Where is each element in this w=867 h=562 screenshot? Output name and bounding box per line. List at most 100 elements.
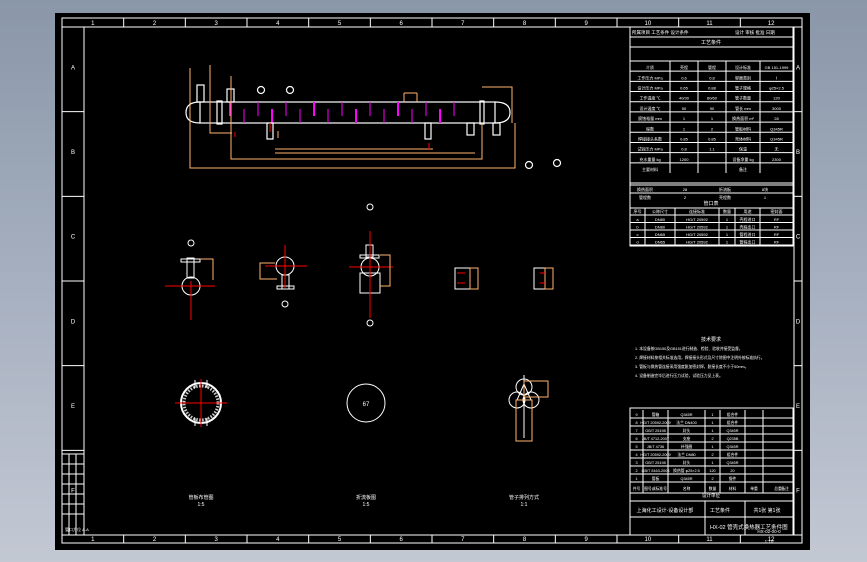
parts-column-header: 备注 <box>781 486 789 491</box>
left-head <box>185 101 201 124</box>
design-cell: 50 <box>682 106 687 111</box>
parts-cell: 1 <box>635 477 637 481</box>
parts-cell: JB/T 4736 <box>647 445 664 449</box>
parts-cell: 组合件 <box>727 412 739 417</box>
design-cell: 无 <box>775 147 779 152</box>
design-cell: 90 <box>710 106 715 111</box>
tech-req-item: 1. 本设备按GB150及GB151进行制造、检验、验收并接受监督。 <box>635 346 743 351</box>
stamp-label: 设计单位 <box>702 492 720 499</box>
nozzle-cell: c <box>637 232 639 237</box>
design-cell: GB 151-1999 <box>765 65 790 70</box>
nozzle-cell: DN80 <box>655 225 666 230</box>
view-scale: 1:5 <box>198 502 205 508</box>
row-label-left: E <box>71 404 75 410</box>
design-cell: 腐蚀裕量 mm <box>638 115 662 121</box>
parts-column-header: 件号 <box>633 486 641 491</box>
row-label-right: C <box>796 235 801 241</box>
parts-column-header: 名称 <box>683 486 691 491</box>
column-label-bottom: 8 <box>523 537 527 543</box>
elevation-view <box>185 65 562 170</box>
design-footer-cell: 8块 <box>762 186 768 192</box>
parts-cell: 封头 <box>683 460 691 465</box>
parts-column-header: 材料 <box>729 486 737 491</box>
parts-cell: 120 <box>709 469 715 473</box>
design-cell: 120 <box>773 96 780 101</box>
nozzle-detail-views <box>165 203 554 327</box>
design-cell: 管板材料 <box>735 125 751 131</box>
parts-column-header: 单重 <box>750 486 758 491</box>
tech-req-title: 技术要求 <box>701 336 721 343</box>
design-cell: 试验压力 MPa <box>637 146 663 152</box>
parts-cell: 管板 <box>652 476 660 481</box>
design-cell: 充水重量 kg <box>639 156 660 162</box>
parts-cell: Q345R <box>680 413 692 417</box>
design-footer-cell: 折流板 <box>719 186 731 192</box>
column-label-bottom: 1 <box>91 537 95 543</box>
design-cell: 设备净重 kg <box>732 156 753 162</box>
parts-cell: GB/T 25198 <box>645 461 665 465</box>
design-cell: 0.85 <box>708 136 717 141</box>
nozzle-cell: 管程出口 <box>740 239 756 245</box>
parts-cell: 1 <box>711 413 713 417</box>
design-cell: 管子数量 <box>735 95 751 101</box>
design-cell: 设计压力 MPa <box>637 85 663 91</box>
nozzle-column-header: 序号 <box>634 208 642 214</box>
parts-cell: 1 <box>711 421 713 425</box>
parts-cell: 1 <box>711 445 713 449</box>
nozzle-cell: HG/T 20592 <box>686 217 708 222</box>
column-label-top: 11 <box>706 21 713 27</box>
design-cell: 2 <box>711 126 714 131</box>
nozzle-cell: 1 <box>726 232 729 237</box>
design-cell: 40/30 <box>679 96 690 101</box>
parts-cell: 2 <box>711 477 713 481</box>
nozzle-column-header: 用途 <box>744 208 752 214</box>
column-label-bottom: 2 <box>153 537 157 543</box>
parts-cell: 封头 <box>683 428 691 433</box>
design-cell: 0.8 <box>681 147 687 152</box>
column-label-top: 3 <box>214 21 218 27</box>
parts-cell: 2 <box>711 437 713 441</box>
design-cell: 1 <box>683 126 686 131</box>
nozzle-column-header: 公称尺寸 <box>652 208 668 214</box>
design-cell: 容器类别 <box>735 74 751 80</box>
column-label-top: 4 <box>276 21 280 27</box>
parts-cell: Q235B <box>727 437 739 441</box>
parts-cell: 法兰 DN80 <box>677 452 695 457</box>
row-label-right: F <box>796 489 800 495</box>
nozzle-cell: 壳程出口 <box>740 224 756 230</box>
title-block <box>629 26 794 536</box>
column-label-top: 8 <box>523 21 527 27</box>
design-cell: 1 <box>711 116 714 121</box>
parts-cell: 组合件 <box>727 452 739 457</box>
design-cell: 1200 <box>680 157 690 162</box>
design-cell: 3000 <box>772 106 782 111</box>
drawing-scale: 1:10 <box>765 539 774 544</box>
column-label-bottom: 12 <box>768 537 775 543</box>
parts-cell: Q345R <box>726 461 738 465</box>
view-title: 管子排列方式 <box>509 494 539 501</box>
parts-cell: 管箱 <box>652 412 660 417</box>
nozzle-cell: DN65 <box>655 240 666 245</box>
nozzle-cell: 1 <box>726 240 729 245</box>
parts-cell: 7 <box>635 429 637 433</box>
nozzle-cell: DN80 <box>655 217 666 222</box>
parts-cell: 8 <box>635 421 637 425</box>
design-cell: Q345R <box>770 126 783 131</box>
parts-cell: 6 <box>635 437 637 441</box>
parts-cell: 4 <box>635 453 637 457</box>
left-bottom-label: 管口方位 A-A <box>65 526 89 532</box>
design-cell: 工作压力 MPa <box>637 74 663 80</box>
baffle-view: 67 <box>346 383 386 423</box>
design-cell: 工作温度 ℃ <box>639 95 660 101</box>
title-block-text: 设计单位上海化工设计·设备设计部工艺条件共1张 第1张HX-02 管壳式换热器工… <box>630 492 793 544</box>
design-cell: 换热面积 m² <box>732 115 754 121</box>
design-footer-cell: 1 <box>764 195 767 200</box>
design-cell: 设计标准 <box>735 64 751 70</box>
design-cell: 1.1 <box>709 147 715 152</box>
